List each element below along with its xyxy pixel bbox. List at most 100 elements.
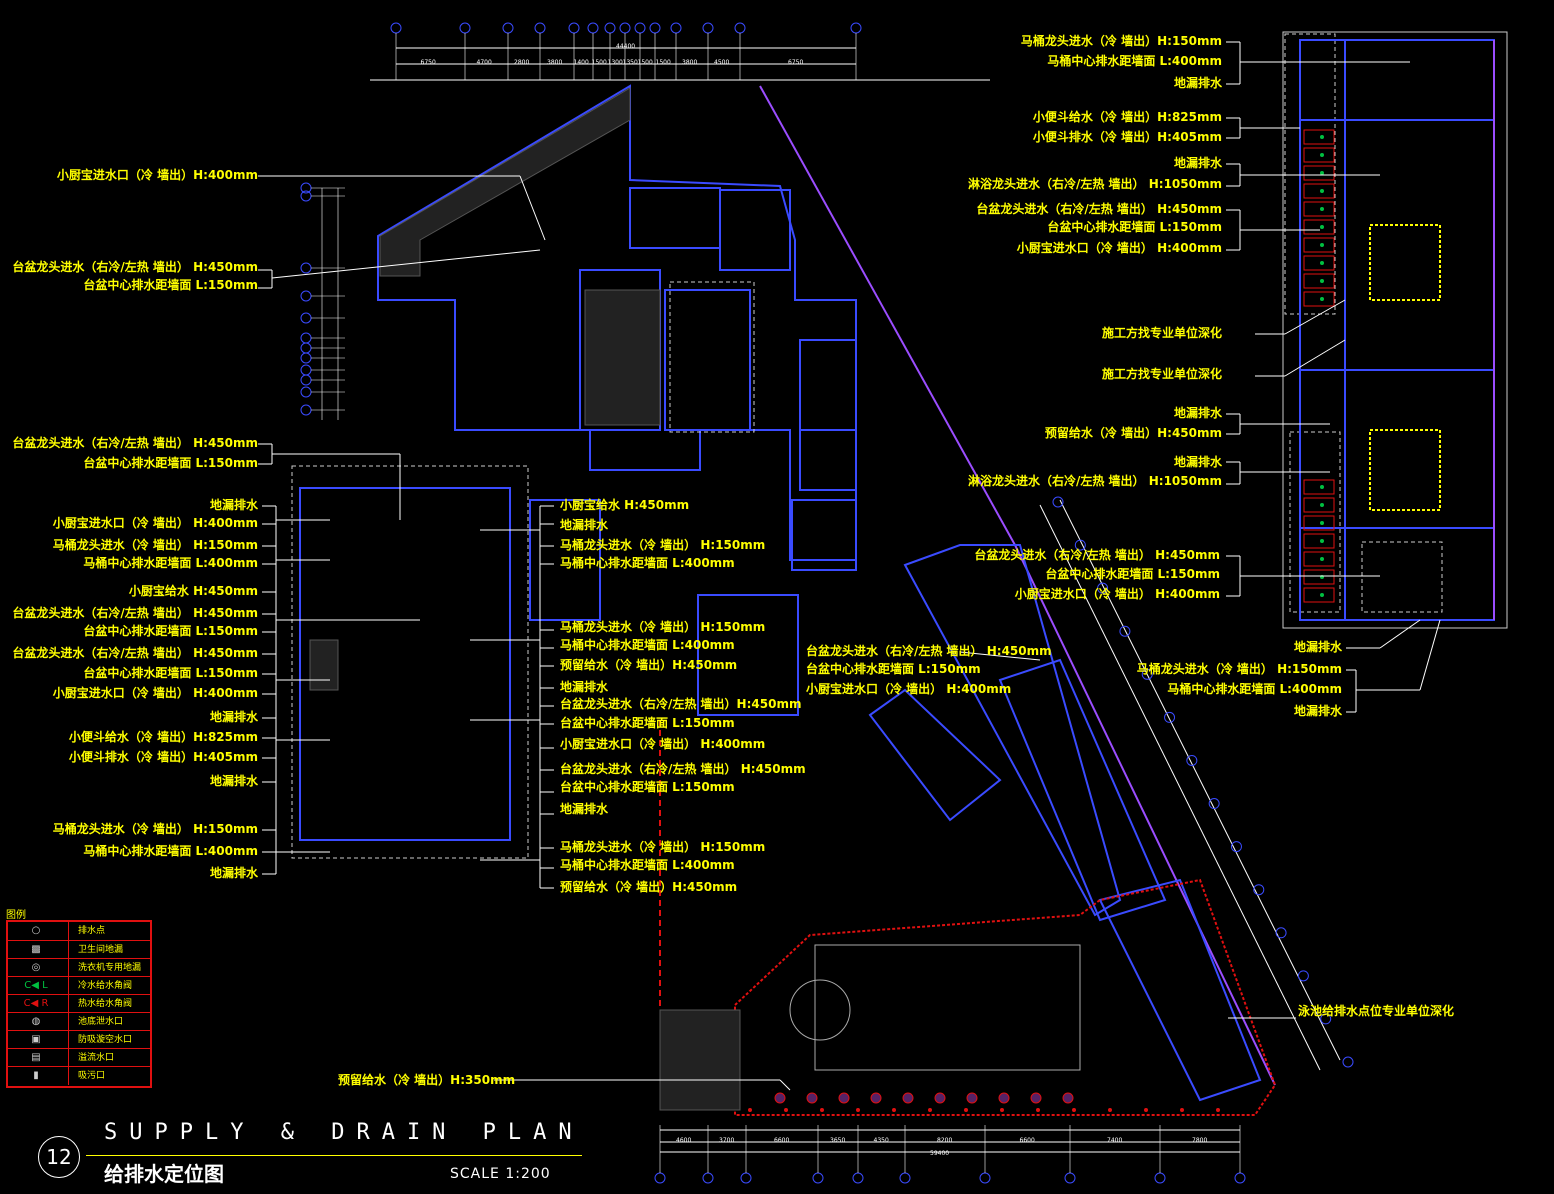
callout-label: 马桶中心排水距墙面 L:400mm xyxy=(1167,682,1342,696)
grid-bubble xyxy=(1297,970,1309,982)
grid-bubble xyxy=(619,22,631,34)
pool-drain-point xyxy=(1030,1092,1042,1104)
fixture-point xyxy=(1320,261,1324,265)
fixture-point xyxy=(1320,485,1324,489)
stall xyxy=(1303,551,1335,567)
grid-bubble xyxy=(300,290,312,302)
legend-divider xyxy=(68,1049,69,1067)
callout-label: 地漏排水 xyxy=(1293,704,1342,718)
pool-drain-point xyxy=(902,1092,914,1104)
callout-label: 台盆龙头进水（右冷/左热 墙出） H:450mm xyxy=(806,644,1052,658)
callout-label: 台盆中心排水距墙面 L:150mm xyxy=(83,624,258,638)
bottom-dimension-chain xyxy=(660,1129,1240,1153)
callout-label: 台盆中心排水距墙面 L:150mm xyxy=(1047,220,1222,234)
grid-bubble xyxy=(1119,625,1131,637)
grid-bubble xyxy=(812,1172,824,1184)
callout-label: 小厨宝进水口（冷 墙出）H:400mm xyxy=(56,168,258,182)
callout-label: 小厨宝进水口（冷 墙出） H:400mm xyxy=(806,682,1012,696)
diagonal-grid-markers xyxy=(1052,496,1354,1068)
edge-dot xyxy=(748,1108,752,1112)
dimension-value: 6750 xyxy=(420,59,436,66)
stall xyxy=(1303,237,1335,253)
dimension-value: 7800 xyxy=(1192,1137,1208,1144)
callout-label: 马桶中心排水距墙面 L:400mm xyxy=(1047,54,1222,68)
pool-fixtures xyxy=(748,1092,1220,1112)
pool-drain-point xyxy=(774,1092,786,1104)
grid-bubble xyxy=(300,386,312,398)
fixture-point xyxy=(1320,593,1324,597)
dimension-value: 4350 xyxy=(873,1137,889,1144)
dimension-value: 3700 xyxy=(719,1137,735,1144)
callout-label: 马桶龙头进水（冷 墙出） H:150mm xyxy=(52,538,258,552)
dashed-boundaries xyxy=(291,33,1443,859)
dimension-value: 8200 xyxy=(937,1137,953,1144)
stall xyxy=(1303,201,1335,217)
callout-label: 马桶中心排水距墙面 L:400mm xyxy=(560,556,735,570)
callout-label: 台盆龙头进水（右冷/左热 墙出） H:450mm xyxy=(974,548,1220,562)
callout-label: 台盆龙头进水（右冷/左热 墙出） H:450mm xyxy=(12,436,258,450)
legend-divider xyxy=(68,941,69,959)
diagonal-dimension-chain xyxy=(1039,499,1341,1071)
drawing-number: 12 xyxy=(38,1136,80,1178)
legend-symbol: C◀ R xyxy=(23,998,49,1009)
dimension-value: 1500 xyxy=(655,59,671,66)
callout-label: 台盆中心排水距墙面 L:150mm xyxy=(806,662,981,676)
callout-label: 小厨宝进水口（冷 墙出） H:400mm xyxy=(52,686,258,700)
callout-label: 马桶龙头进水（冷 墙出） H:150mm xyxy=(560,538,766,552)
grid-bubble xyxy=(1186,754,1198,766)
grid-bubble xyxy=(568,22,580,34)
callout-label: 淋浴龙头进水（右冷/左热 墙出） H:1050mm xyxy=(968,474,1222,488)
stall xyxy=(1303,129,1335,145)
legend-divider xyxy=(68,1067,69,1085)
edge-dot xyxy=(1036,1108,1040,1112)
legend-text: 冷水给水角阀 xyxy=(78,981,133,991)
dimension-value: 2800 xyxy=(514,59,530,66)
callout-label: 淋浴龙头进水（右冷/左热 墙出） H:1050mm xyxy=(968,177,1222,191)
dimension-value: 3800 xyxy=(547,59,563,66)
leader-line xyxy=(1284,299,1346,335)
legend-text: 吸污口 xyxy=(78,1071,106,1081)
callout-label: 马桶中心排水距墙面 L:400mm xyxy=(83,844,258,858)
leader-line xyxy=(1379,619,1421,649)
grid-bubble xyxy=(502,22,514,34)
legend-row: ○排水点 xyxy=(8,922,150,940)
callout-label: 地漏排水 xyxy=(560,802,609,816)
callout-label: 台盆龙头进水（右冷/左热 墙出） H:450mm xyxy=(976,202,1222,216)
legend-symbol: ▤ xyxy=(31,1052,41,1063)
callout-label: 马桶龙头进水（冷 墙出）H:150mm xyxy=(1020,34,1222,48)
grid-bubble xyxy=(300,404,312,416)
grid-bubble xyxy=(1275,927,1287,939)
edge-dot xyxy=(1108,1108,1112,1112)
legend-text: 池底泄水口 xyxy=(78,1017,124,1027)
edge-dot xyxy=(928,1108,932,1112)
callout-label: 小便斗给水（冷 墙出）H:825mm xyxy=(1032,110,1222,124)
fixture-point xyxy=(1320,171,1324,175)
callout-label: 台盆龙头进水（右冷/左热 墙出） H:450mm xyxy=(12,646,258,660)
grid-bubble xyxy=(850,22,862,34)
legend-row: ◍池底泄水口 xyxy=(8,1012,150,1031)
callout-label: 小厨宝进水口（冷 墙出） H:400mm xyxy=(52,516,258,530)
callout-label: 小厨宝给水 H:450mm xyxy=(560,498,690,512)
stall xyxy=(1303,183,1335,199)
grid-bubble xyxy=(1154,1172,1166,1184)
callout-label: 预留给水（冷 墙出）H:450mm xyxy=(560,880,738,894)
pool-drain-point xyxy=(806,1092,818,1104)
grid-bubble xyxy=(300,374,312,386)
edge-dot xyxy=(856,1108,860,1112)
diagonal-wing xyxy=(759,85,1276,1102)
dimension-value: 6750 xyxy=(788,59,804,66)
callout-label: 地漏排水 xyxy=(1173,76,1222,90)
callout-label: 马桶龙头进水（冷 墙出） H:150mm xyxy=(560,620,766,634)
title-underline xyxy=(86,1155,582,1156)
grid-bubble xyxy=(604,22,616,34)
fixture-point xyxy=(1320,279,1324,283)
legend-text: 洗衣机专用地漏 xyxy=(78,963,142,973)
edge-dot xyxy=(964,1108,968,1112)
legend-divider xyxy=(68,959,69,977)
legend-symbol: C◀ L xyxy=(24,980,48,991)
stall xyxy=(1303,147,1335,163)
grid-bubble xyxy=(1064,1172,1076,1184)
callout-label: 台盆龙头进水（右冷/左热 墙出） H:450mm xyxy=(12,260,258,274)
callout-label: 施工方找专业单位深化 xyxy=(1101,326,1222,340)
